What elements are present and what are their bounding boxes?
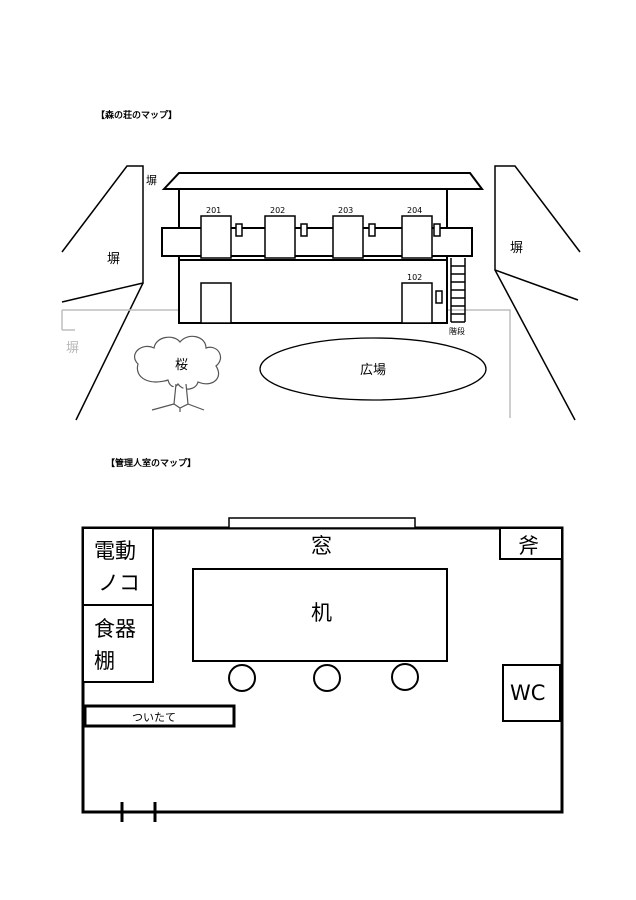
shelf-label-line1: 食器 xyxy=(94,617,136,641)
room-203-label: 203 xyxy=(338,206,353,215)
room-202-label: 202 xyxy=(270,206,285,215)
axe-box xyxy=(499,527,563,560)
saw-label-line2: ノコ xyxy=(98,571,140,595)
shelf-label-line2: 棚 xyxy=(94,649,115,673)
wall-label-left: 塀 xyxy=(107,252,120,267)
lower-floor-doors xyxy=(200,282,443,324)
chair xyxy=(313,664,341,692)
axe-label: 斧 xyxy=(518,534,539,558)
cherry-tree-icon xyxy=(134,335,221,412)
tree-label: 桜 xyxy=(175,358,188,373)
wall-label-top: 塀 xyxy=(146,174,157,187)
window-label: 窓 xyxy=(311,534,332,558)
plaza-label: 広場 xyxy=(360,363,386,378)
perimeter-walls xyxy=(61,165,581,421)
wall-label-bottom: 塀 xyxy=(66,341,79,356)
desk xyxy=(192,568,448,662)
chair xyxy=(228,664,256,692)
wc-box xyxy=(502,664,561,722)
dish-shelf-box xyxy=(82,604,154,683)
stairs-label: 階段 xyxy=(449,326,465,336)
partition xyxy=(83,704,236,728)
map1-title: 【森の荘のマップ】 xyxy=(96,109,177,121)
desk-label: 机 xyxy=(311,601,332,625)
electric-saw-box xyxy=(82,527,154,606)
window xyxy=(228,517,416,529)
stairs xyxy=(450,258,466,323)
plaza-ellipse xyxy=(259,337,487,401)
room-204-label: 204 xyxy=(407,206,422,215)
wc-label: WC xyxy=(510,681,545,705)
partition-label: ついたて xyxy=(132,711,176,724)
saw-label-line1: 電動 xyxy=(94,539,136,563)
chair xyxy=(391,663,419,691)
room-201-label: 201 xyxy=(206,206,221,215)
upper-floor-doors xyxy=(200,215,441,259)
wall-label-right: 塀 xyxy=(510,241,523,256)
door-marks xyxy=(120,802,157,822)
room-102-label: 102 xyxy=(407,273,422,282)
map2-title: 【管理人室のマップ】 xyxy=(106,457,196,469)
chairs xyxy=(228,663,419,692)
